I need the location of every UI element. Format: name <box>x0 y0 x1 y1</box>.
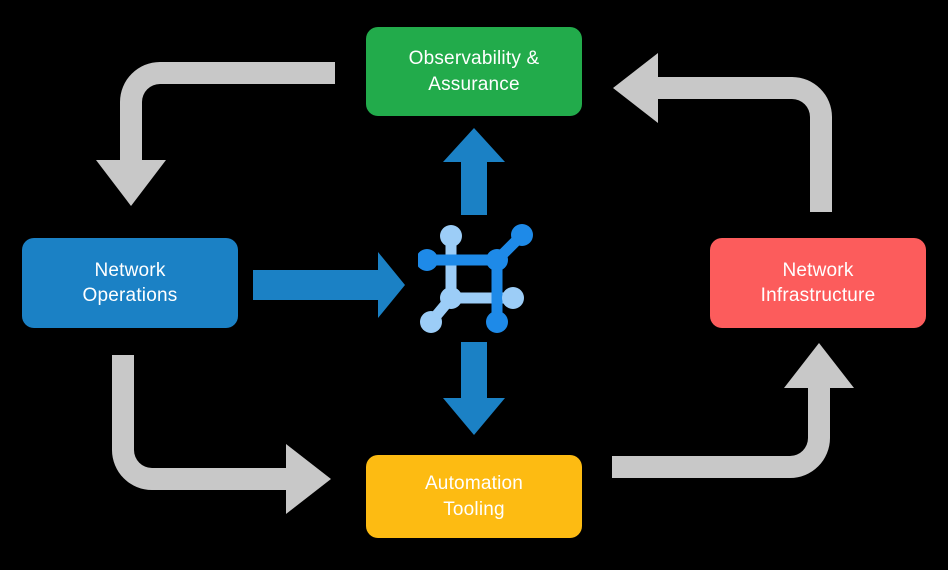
connector-infrastructure-to-observability <box>613 53 832 212</box>
node-observability-assurance-label: Observability & Assurance <box>408 48 540 95</box>
network-topology-icon <box>418 224 533 333</box>
topology-nodes <box>418 224 533 333</box>
connector-center-to-automation <box>443 342 505 435</box>
connector-operations-to-center <box>253 252 405 318</box>
connector-operations-to-automation <box>112 355 331 514</box>
node-network-infrastructure[interactable]: Network Infrastructure <box>710 238 926 328</box>
node-automation-tooling-label: Automation Tooling <box>424 473 524 520</box>
node-automation-tooling[interactable]: Automation Tooling <box>366 455 582 538</box>
node-network-operations-label: Network Operations <box>82 259 178 306</box>
node-network-operations[interactable]: Network Operations <box>22 238 238 328</box>
node-observability-assurance[interactable]: Observability & Assurance <box>366 27 582 116</box>
connector-center-to-observability <box>443 128 505 215</box>
node-network-infrastructure-label: Network Infrastructure <box>760 259 876 306</box>
connector-automation-to-infrastructure <box>612 343 854 478</box>
connector-observability-to-operations <box>96 62 335 206</box>
